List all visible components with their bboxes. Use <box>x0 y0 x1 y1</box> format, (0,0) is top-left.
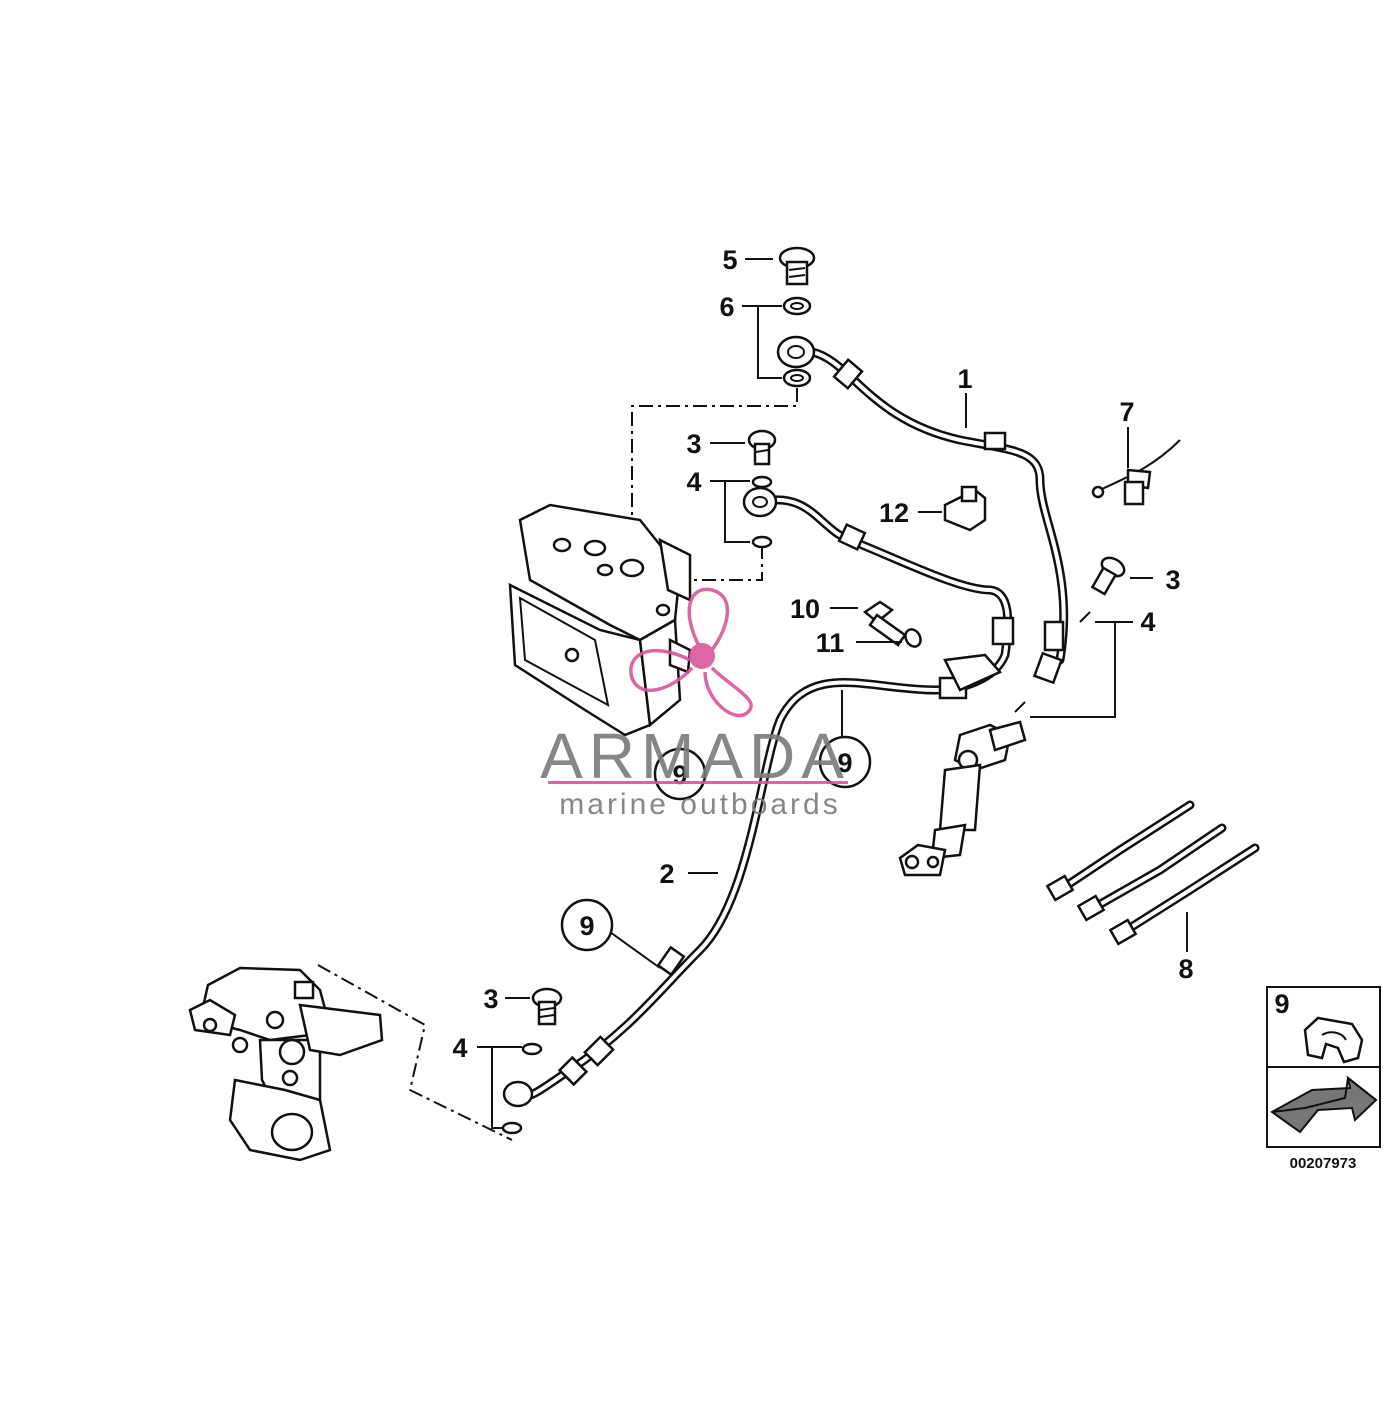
brake-line-1 <box>776 335 1069 685</box>
cable-ties-8 <box>1045 800 1260 946</box>
callout-bubble-9-lower <box>560 898 614 952</box>
sealing-ring-6-lower <box>782 368 812 388</box>
arrow-icon <box>1270 1075 1378 1134</box>
callout-7: 7 <box>1119 397 1134 427</box>
sealing-ring-4-lower-lower <box>501 1121 523 1135</box>
callout-3-lower: 3 <box>483 984 498 1014</box>
callout-1: 1 <box>957 364 972 394</box>
banjo-bolt-3-middle <box>747 429 777 466</box>
master-brake-cylinder <box>898 720 1027 877</box>
callout-9-lower: 9 <box>579 911 594 941</box>
banjo-fitting-middle <box>742 486 778 518</box>
guide-line-upper <box>631 388 798 575</box>
leader-lines <box>477 258 1188 1129</box>
watermark: ARMADA marine outboards <box>540 587 850 821</box>
callout-12: 12 <box>879 498 909 528</box>
sealing-ring-6-upper <box>782 296 812 316</box>
legend-item-number: 9 <box>1274 989 1289 1019</box>
callout-2: 2 <box>659 859 674 889</box>
watermark-divider <box>548 781 848 784</box>
diagram-reference-number: 00207973 <box>1290 1155 1357 1172</box>
sealing-ring-4-lower-upper <box>521 1042 543 1056</box>
callout-3-right: 3 <box>1165 565 1180 595</box>
callout-10: 10 <box>790 594 820 624</box>
callout-9-right: 9 <box>837 748 852 778</box>
callout-4-lower: 4 <box>452 1033 467 1063</box>
callout-bubble-9-left <box>653 747 707 801</box>
sealing-ring-4-right-lower <box>1014 701 1026 713</box>
sealing-ring-4-middle-upper <box>751 475 773 489</box>
banjo-bolt-5 <box>778 246 816 286</box>
hose-bracket <box>943 653 1003 692</box>
banjo-bolt-3-lower <box>531 987 563 1026</box>
sealing-ring-4-middle-lower <box>751 535 773 549</box>
callout-6: 6 <box>719 292 734 322</box>
guide-line-lower <box>317 964 513 1141</box>
hex-bolt-10 <box>862 600 907 647</box>
callout-5: 5 <box>722 245 737 275</box>
washer-11 <box>904 628 922 648</box>
propeller-logo-icon <box>629 587 753 718</box>
watermark-subtitle: marine outboards <box>559 788 840 821</box>
banjo-fitting-lower <box>502 1080 534 1108</box>
callout-4-right: 4 <box>1140 607 1155 637</box>
hose-clip-icon <box>1303 1016 1364 1064</box>
cable-strap-12 <box>943 485 987 532</box>
sealing-ring-4-right-upper <box>1079 611 1091 623</box>
watermark-title: ARMADA <box>540 720 850 792</box>
callout-3-middle: 3 <box>686 429 701 459</box>
banjo-fitting-upper <box>776 335 816 369</box>
callout-11: 11 <box>816 628 845 658</box>
banjo-bolt-3-right <box>1090 556 1126 596</box>
hose-clip-7 <box>1091 439 1181 506</box>
abs-pressure-modulator <box>508 503 692 737</box>
callout-4-middle: 4 <box>686 467 701 497</box>
brake-caliper-carrier <box>188 966 384 1162</box>
legend-box: 9 <box>1266 986 1381 1148</box>
brake-line-2 <box>502 486 1015 1108</box>
callout-bubble-9-right <box>818 735 872 789</box>
callout-8: 8 <box>1178 954 1193 984</box>
